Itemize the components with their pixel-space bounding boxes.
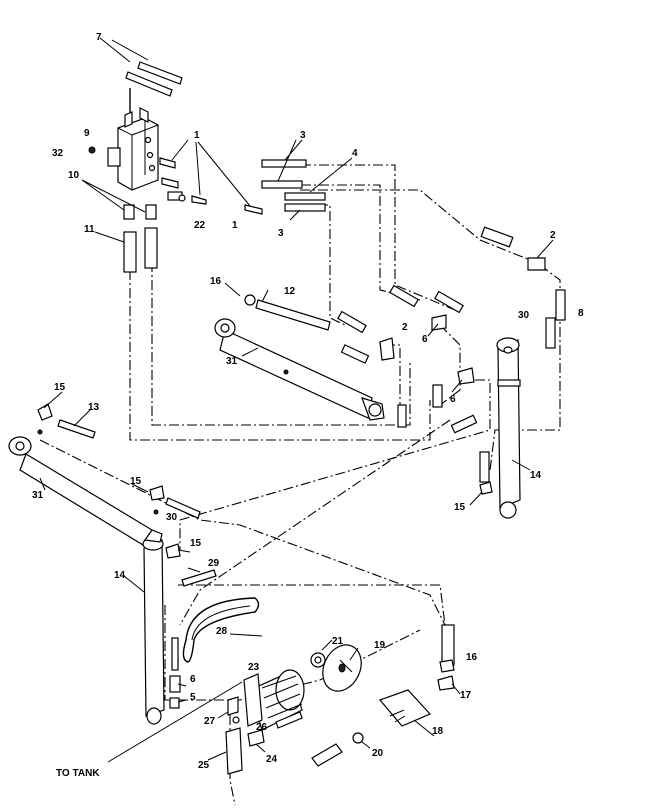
- hydraulic-cylinder-right: [469, 337, 531, 519]
- callout-8: 8: [578, 308, 584, 319]
- callout-12: 12: [284, 286, 296, 297]
- valve-fittings: [159, 139, 263, 215]
- callout-13: 13: [88, 402, 100, 413]
- callout-15c: 15: [454, 502, 466, 513]
- hydraulic-cylinder-left-vertical: [123, 529, 165, 725]
- fittings-left-cylinder: [131, 483, 217, 709]
- callout-2a: 2: [550, 230, 556, 241]
- hydraulic-cylinder-middle: [214, 282, 407, 428]
- pin-rods: [99, 37, 183, 97]
- hose-fittings-upper: [167, 139, 353, 221]
- callout-6c: 6: [190, 674, 196, 685]
- to-tank-label: TO TANK: [56, 768, 100, 779]
- callout-21: 21: [332, 636, 344, 647]
- callout-19: 19: [374, 640, 386, 651]
- hydraulic-cylinder-left: [8, 391, 153, 549]
- drive-belt: [182, 597, 263, 663]
- callout-15d: 15: [190, 538, 202, 549]
- callout-23: 23: [248, 662, 260, 673]
- callout-27: 27: [204, 716, 216, 727]
- callout-26: 26: [256, 722, 268, 733]
- fittings-right-bottom: [311, 624, 461, 767]
- callout-31b: 31: [32, 490, 44, 501]
- callout-9: 9: [84, 128, 90, 139]
- callout-25: 25: [198, 760, 210, 771]
- callout-2b: 2: [402, 322, 408, 333]
- callout-4: 4: [352, 148, 358, 159]
- callout-28: 28: [216, 626, 228, 637]
- fittings-pump: [207, 696, 266, 775]
- callout-labels: 7 9 32 1 3 4 10 22 1 3 11 2 8 16 12 30 2…: [32, 32, 584, 779]
- callout-6b: 6: [450, 394, 456, 405]
- callout-3a: 3: [300, 130, 306, 141]
- callout-14b: 14: [114, 570, 126, 581]
- callout-31a: 31: [226, 356, 238, 367]
- callout-30a: 30: [518, 310, 530, 321]
- callout-32: 32: [52, 148, 64, 159]
- pump-motor: [243, 639, 362, 731]
- callout-5: 5: [190, 692, 196, 703]
- callout-16b: 16: [466, 652, 478, 663]
- callout-15a: 15: [54, 382, 66, 393]
- tee-fitting-right: [480, 226, 566, 349]
- callout-10: 10: [68, 170, 80, 181]
- callout-3b: 3: [278, 228, 284, 239]
- callout-7: 7: [96, 32, 102, 43]
- pressure-lines-left: [81, 179, 186, 273]
- callout-29: 29: [208, 558, 220, 569]
- callout-6a: 6: [422, 334, 428, 345]
- callout-17: 17: [460, 690, 472, 701]
- callout-20: 20: [372, 748, 384, 759]
- callout-1b: 1: [232, 220, 238, 231]
- callout-1: 1: [194, 130, 200, 141]
- control-valve-assembly: [88, 88, 159, 191]
- callout-15b: 15: [130, 476, 142, 487]
- fittings-center-right: [389, 284, 478, 434]
- callout-24: 24: [266, 754, 278, 765]
- callout-11: 11: [84, 224, 95, 235]
- callout-22: 22: [194, 220, 206, 231]
- callout-30b: 30: [166, 512, 178, 523]
- to-tank-line: [107, 681, 243, 763]
- callout-16a: 16: [210, 276, 222, 287]
- callout-14a: 14: [530, 470, 542, 481]
- callout-18: 18: [432, 726, 444, 737]
